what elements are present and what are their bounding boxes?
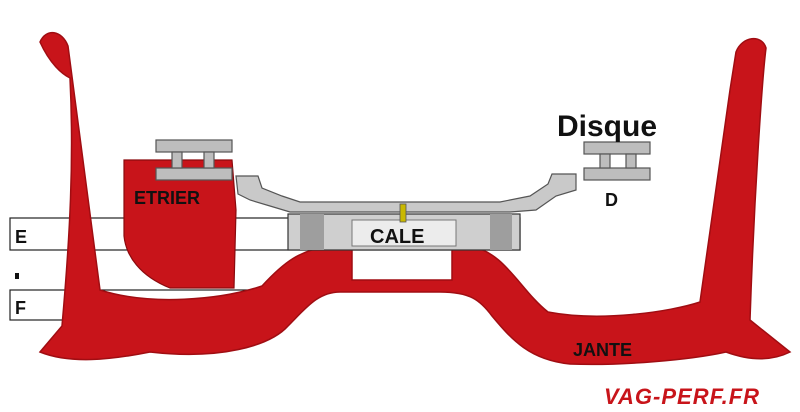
site-logo: VAG-PERF.FR xyxy=(604,384,760,409)
caliper-mount xyxy=(155,139,233,181)
spacer xyxy=(287,203,521,251)
disc-section xyxy=(583,141,651,181)
f-label: F xyxy=(15,298,26,318)
cale-label: CALE xyxy=(370,226,424,248)
e-label: E xyxy=(15,227,27,247)
caliper-body xyxy=(123,159,237,289)
disque-label: Disque xyxy=(557,110,657,143)
hub-hat xyxy=(235,173,577,213)
small-tick-mark xyxy=(15,273,19,279)
etrier-label: ETRIER xyxy=(134,188,200,208)
d-label: D xyxy=(605,190,618,210)
jante-label: JANTE xyxy=(573,340,632,360)
